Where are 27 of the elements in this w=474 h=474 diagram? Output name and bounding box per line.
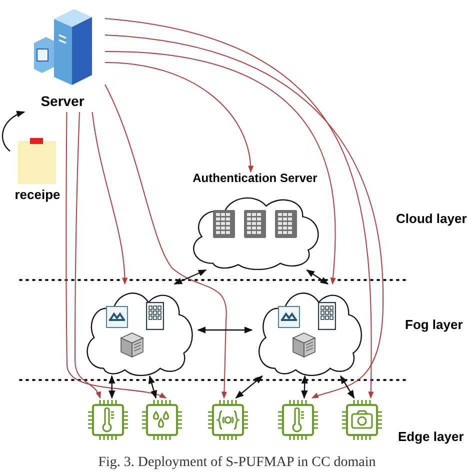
- arrow: [148, 375, 158, 399]
- layer-label: Fog layer: [405, 318, 463, 331]
- arrow: [74, 112, 101, 399]
- arrow: [235, 375, 263, 399]
- arrow: [104, 62, 254, 173]
- arrow: [301, 375, 308, 399]
- arrow: [66, 112, 167, 398]
- arrow: [104, 84, 227, 399]
- camera-chip-icon: [340, 398, 384, 442]
- thermometer-chip-icon: [276, 398, 320, 442]
- arrow: [92, 112, 128, 285]
- arrow: [108, 375, 116, 399]
- arrow: [306, 270, 329, 284]
- thermometer-chip-icon: [86, 398, 130, 442]
- water-drop-chip-icon: [140, 398, 184, 442]
- arrow: [2, 111, 26, 152]
- code-chip-icon: [206, 398, 250, 442]
- arrow: [197, 326, 253, 334]
- arrow: [174, 269, 207, 285]
- figure-caption: Fig. 3. Deployment of S-PUFMAP in CC domain: [97, 456, 377, 470]
- arrow: [340, 375, 355, 399]
- arrow: [104, 51, 336, 285]
- layer-label: Cloud layer: [396, 212, 467, 225]
- note-label: receipe: [14, 188, 62, 201]
- cloud-label: Authentication Server: [192, 172, 318, 184]
- server-label: Server: [40, 94, 86, 108]
- layer-label: Edge layer: [398, 430, 464, 443]
